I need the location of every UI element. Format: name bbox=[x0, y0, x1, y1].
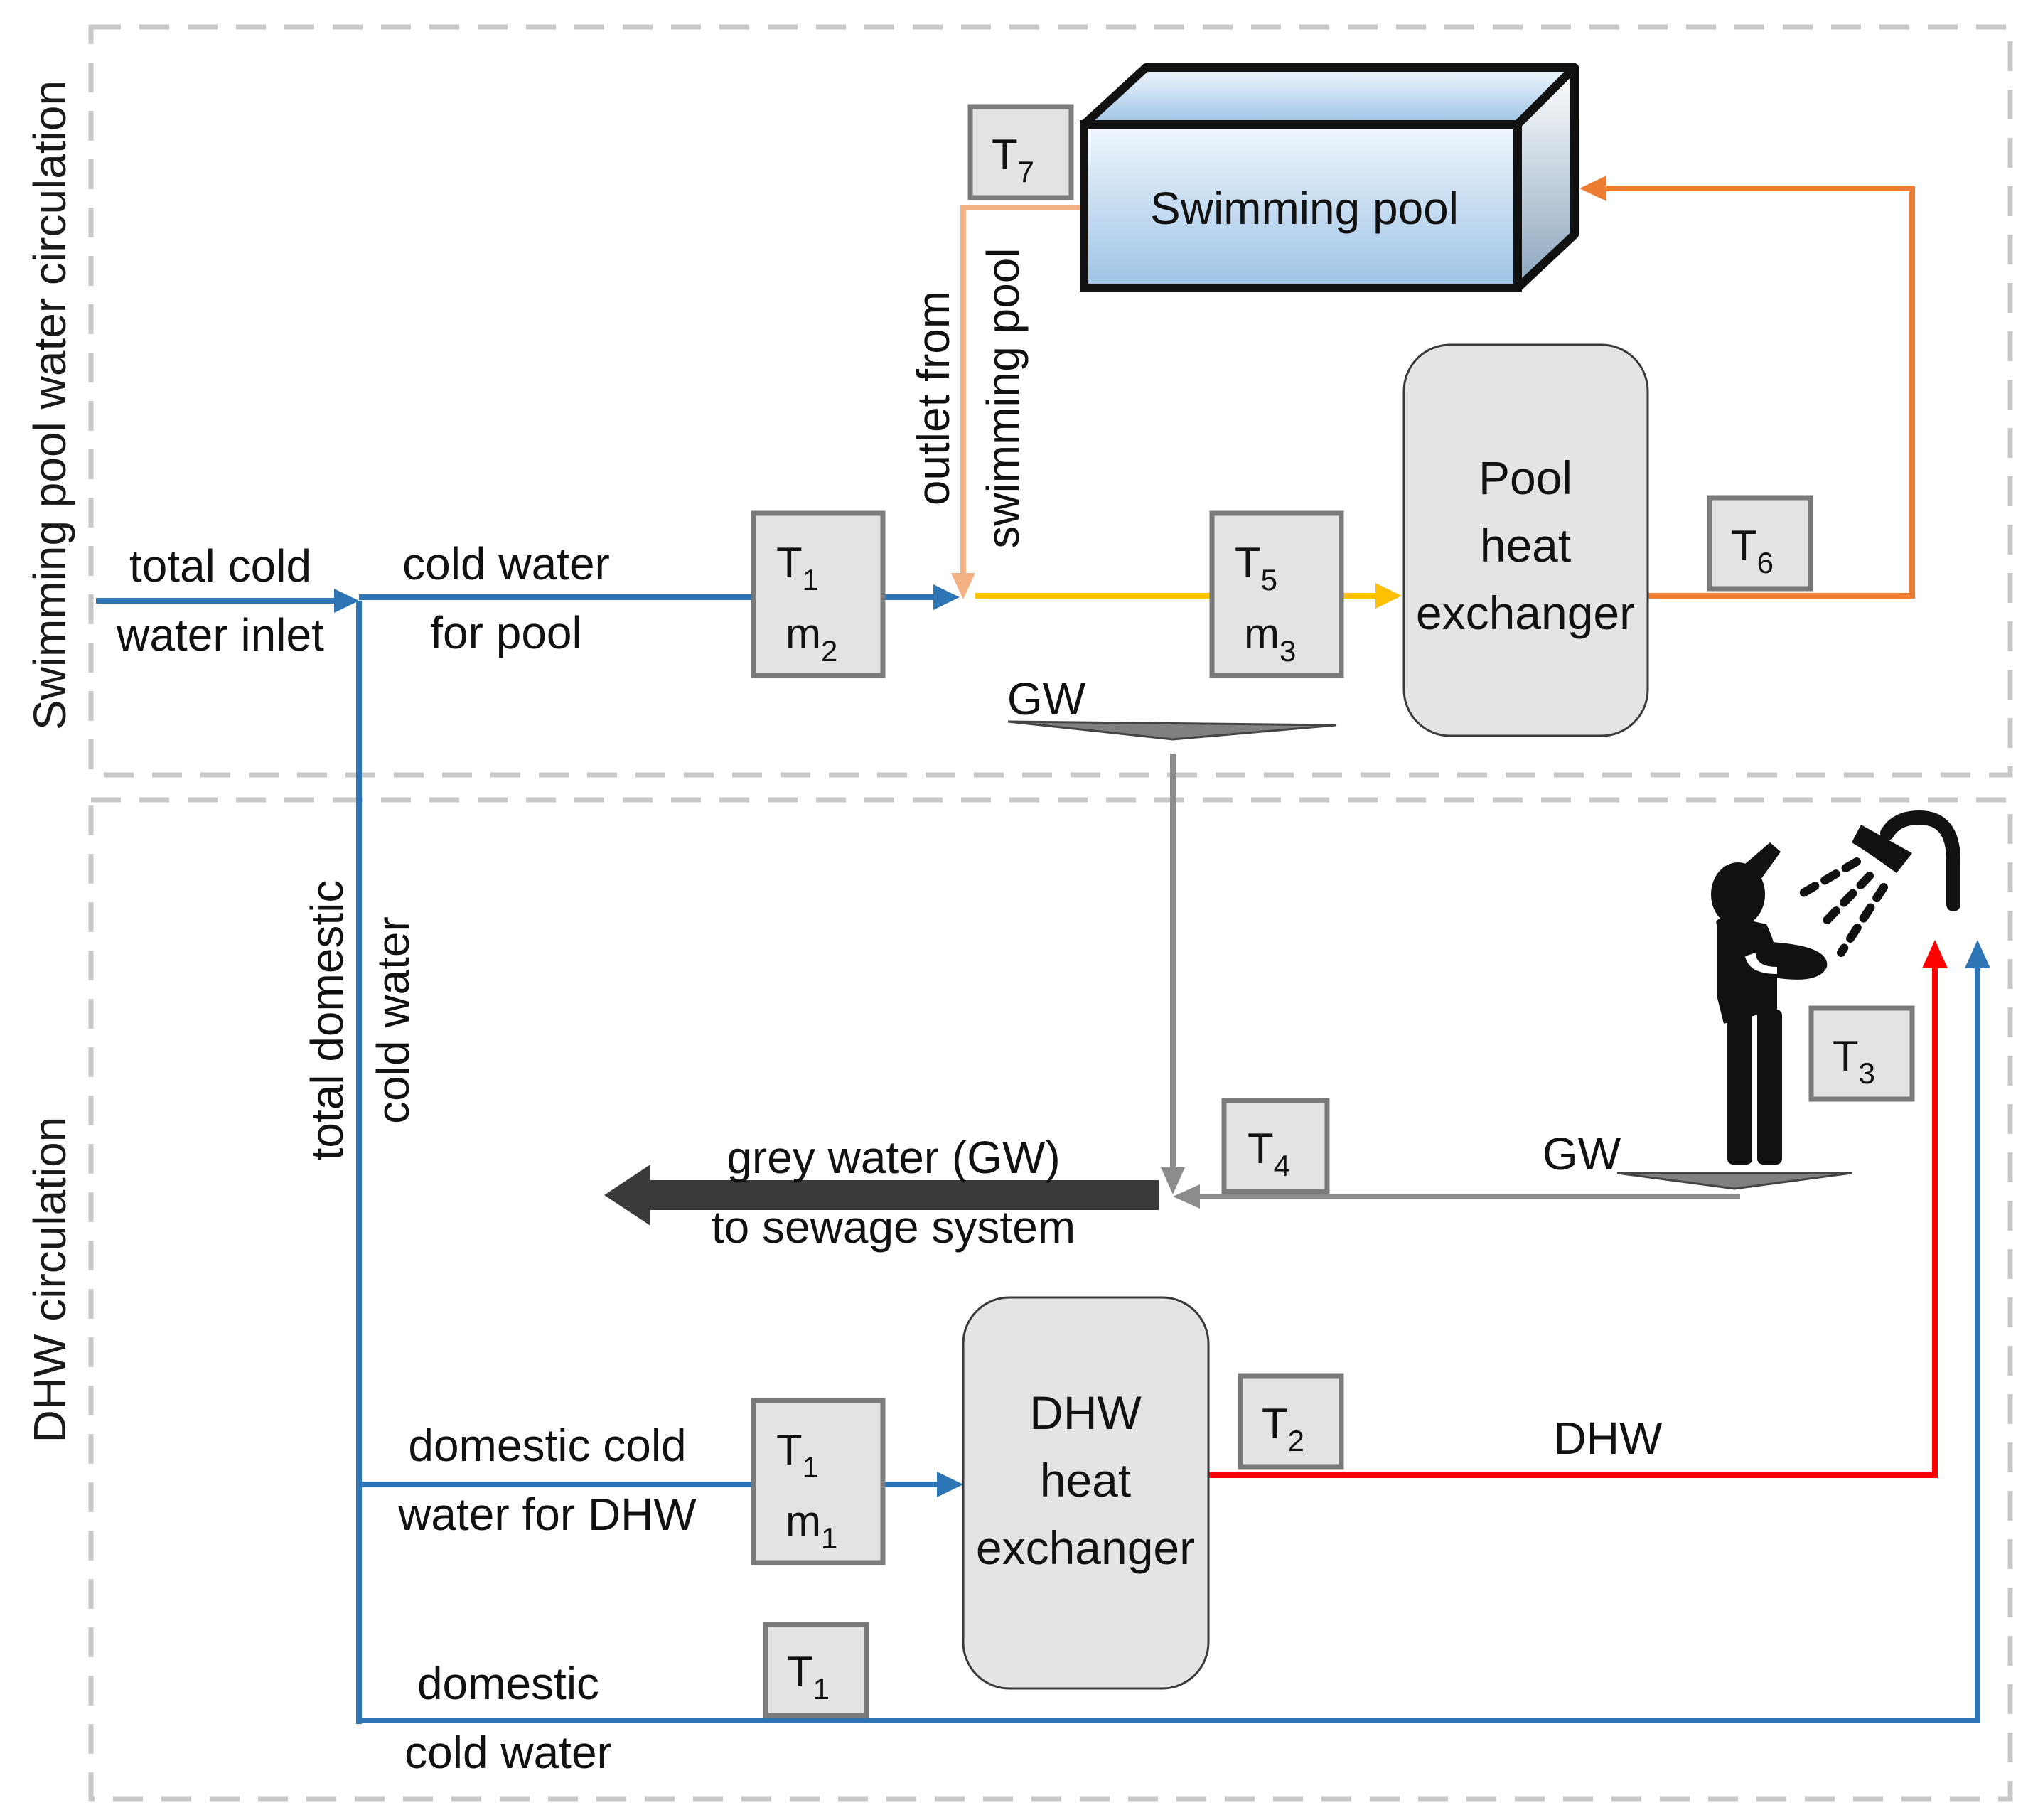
label-domestic-dhw-1: domestic cold bbox=[408, 1420, 686, 1471]
svg-text:m2: m2 bbox=[785, 610, 837, 668]
sensor-t1-m1: T1 m1 bbox=[751, 1398, 886, 1565]
shower-person-icon bbox=[1711, 810, 1960, 1165]
sensor-t1-m2: T1 m2 bbox=[751, 510, 886, 678]
label-domestic-cold-1: domestic bbox=[417, 1658, 599, 1709]
arrow-head bbox=[1173, 1184, 1200, 1209]
sensor-t3: T3 bbox=[1808, 1005, 1915, 1102]
label-cold-pool-2: for pool bbox=[430, 607, 581, 658]
label-grey-water-1: grey water (GW) bbox=[726, 1132, 1060, 1183]
sewage-pipe bbox=[650, 1180, 1159, 1210]
arrow-head bbox=[1965, 940, 1990, 968]
label-total-cold-2: water inlet bbox=[116, 609, 324, 660]
svg-text:T7: T7 bbox=[992, 131, 1034, 188]
svg-text:m1: m1 bbox=[785, 1497, 837, 1555]
svg-text:T1: T1 bbox=[787, 1648, 830, 1706]
label-gw-pool: GW bbox=[1007, 673, 1086, 724]
svg-text:T4: T4 bbox=[1248, 1125, 1290, 1182]
svg-text:T2: T2 bbox=[1262, 1400, 1304, 1457]
sensor-t6: T6 bbox=[1707, 495, 1813, 592]
pool-section-title: Swimming pool water circulation bbox=[24, 80, 75, 730]
pool-drain-funnel bbox=[1007, 720, 1337, 741]
arrow-head bbox=[933, 584, 960, 610]
pool-hx-line-2: heat bbox=[1480, 519, 1571, 572]
label-outlet-2: swimming pool bbox=[977, 247, 1029, 548]
label-domestic-cold-2: cold water bbox=[404, 1727, 612, 1778]
sensor-t7: T7 bbox=[967, 104, 1074, 200]
sensor-t4: T4 bbox=[1221, 1098, 1330, 1194]
sensor-t2: T2 bbox=[1238, 1373, 1344, 1470]
swimming-pool-label: Swimming pool bbox=[1150, 183, 1459, 234]
heated-pool-return-pipe bbox=[1603, 186, 1915, 599]
svg-text:T1: T1 bbox=[776, 539, 819, 596]
svg-text:T6: T6 bbox=[1731, 522, 1774, 579]
sensor-t1-bottom: T1 bbox=[763, 1622, 869, 1718]
label-total-domestic-1: total domestic bbox=[301, 880, 353, 1161]
label-dhw: DHW bbox=[1554, 1413, 1663, 1464]
dhw-section-title: DHW circulation bbox=[24, 1117, 75, 1443]
label-gw-shower: GW bbox=[1543, 1128, 1621, 1179]
pool-hx-line-1: Pool bbox=[1479, 451, 1572, 504]
arrow-head bbox=[1579, 176, 1606, 201]
dhw-heat-exchanger: DHW heat exchanger bbox=[962, 1296, 1210, 1690]
arrow-head bbox=[1922, 940, 1948, 968]
svg-text:T1: T1 bbox=[776, 1426, 819, 1484]
shower-drain-funnel bbox=[1616, 1172, 1852, 1190]
svg-text:m3: m3 bbox=[1244, 610, 1296, 668]
dhw-hx-line-2: heat bbox=[1040, 1454, 1131, 1506]
domestic-cold-pipe bbox=[359, 968, 1980, 1723]
label-grey-water-2: to sewage system bbox=[712, 1201, 1075, 1253]
swimming-pool: Swimming pool bbox=[1080, 63, 1579, 292]
arrow-head bbox=[1375, 583, 1402, 609]
arrow-head bbox=[951, 573, 975, 599]
dhw-hx-line-1: DHW bbox=[1029, 1386, 1142, 1439]
dhw-section-frame bbox=[88, 797, 2013, 1802]
label-total-domestic-2: cold water bbox=[368, 916, 419, 1124]
label-outlet-1: outlet from bbox=[908, 291, 959, 505]
label-total-cold-1: total cold bbox=[129, 540, 311, 592]
label-domestic-dhw-2: water for DHW bbox=[397, 1489, 697, 1540]
pool-outlet-pipe bbox=[960, 205, 1088, 576]
svg-text:T3: T3 bbox=[1833, 1032, 1875, 1090]
sewage-arrow-head bbox=[604, 1165, 650, 1226]
pool-hx-line-3: exchanger bbox=[1416, 587, 1635, 639]
dhw-hot-pipe bbox=[1208, 968, 1938, 1478]
svg-text:T5: T5 bbox=[1235, 539, 1277, 596]
pool-section-frame bbox=[88, 24, 2013, 778]
arrow-head bbox=[937, 1472, 963, 1497]
arrow-head bbox=[1161, 1167, 1185, 1194]
arrow-head bbox=[334, 589, 359, 613]
sensor-t5-m3: T5 m3 bbox=[1209, 510, 1344, 678]
pool-heat-exchanger: Pool heat exchanger bbox=[1402, 343, 1649, 737]
label-cold-pool-1: cold water bbox=[402, 538, 610, 589]
dhw-hx-line-3: exchanger bbox=[976, 1521, 1195, 1574]
